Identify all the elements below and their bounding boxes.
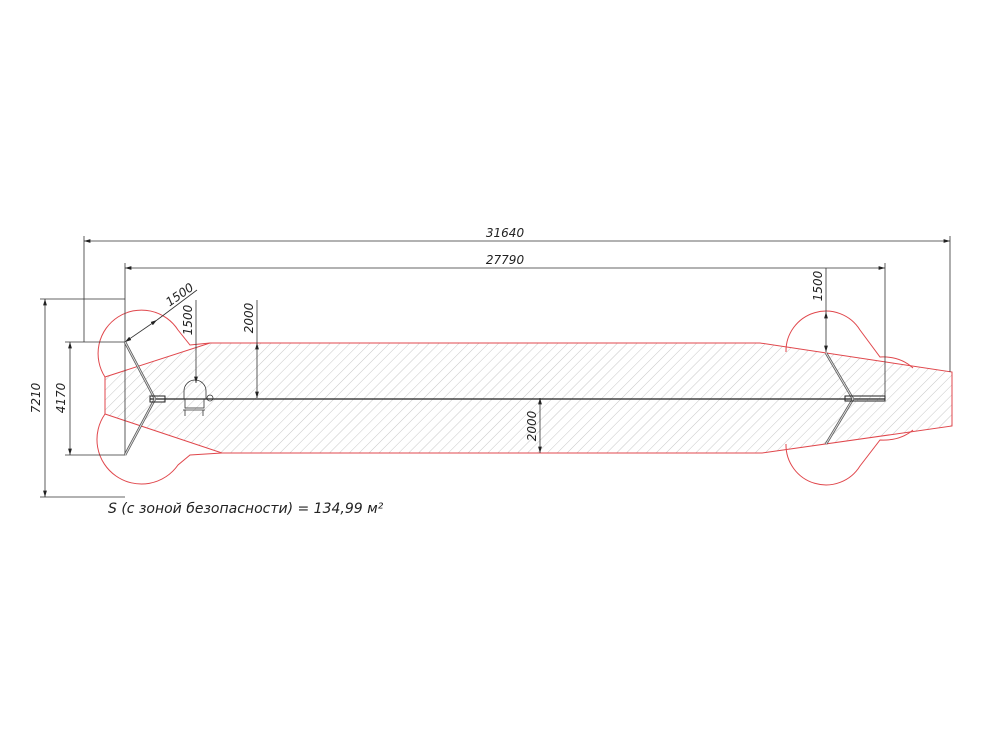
trolley-seat-icon xyxy=(183,379,214,416)
area-caption: S (с зоной безопасности) = 134,99 м² xyxy=(108,501,384,517)
dim-frame-length: 27790 xyxy=(486,253,525,267)
dim-overall-width: 7210 xyxy=(29,382,43,413)
zipline-cable xyxy=(123,341,886,456)
dim-zone-half-width-top: 2000 xyxy=(242,302,256,333)
dim-zone-half-width-mid: 2000 xyxy=(525,410,539,441)
extension-lines xyxy=(40,236,951,498)
dim-safety-offset-left: 1500 xyxy=(181,304,195,335)
dimension-lines xyxy=(43,239,950,497)
dim-frame-width: 4170 xyxy=(54,382,68,413)
safety-zone-left xyxy=(96,309,223,485)
dim-overall-length: 31640 xyxy=(486,226,525,240)
hatched-motion-zone xyxy=(104,342,953,454)
dim-safety-offset-right: 1500 xyxy=(811,270,825,301)
safety-zone-right xyxy=(785,310,914,486)
